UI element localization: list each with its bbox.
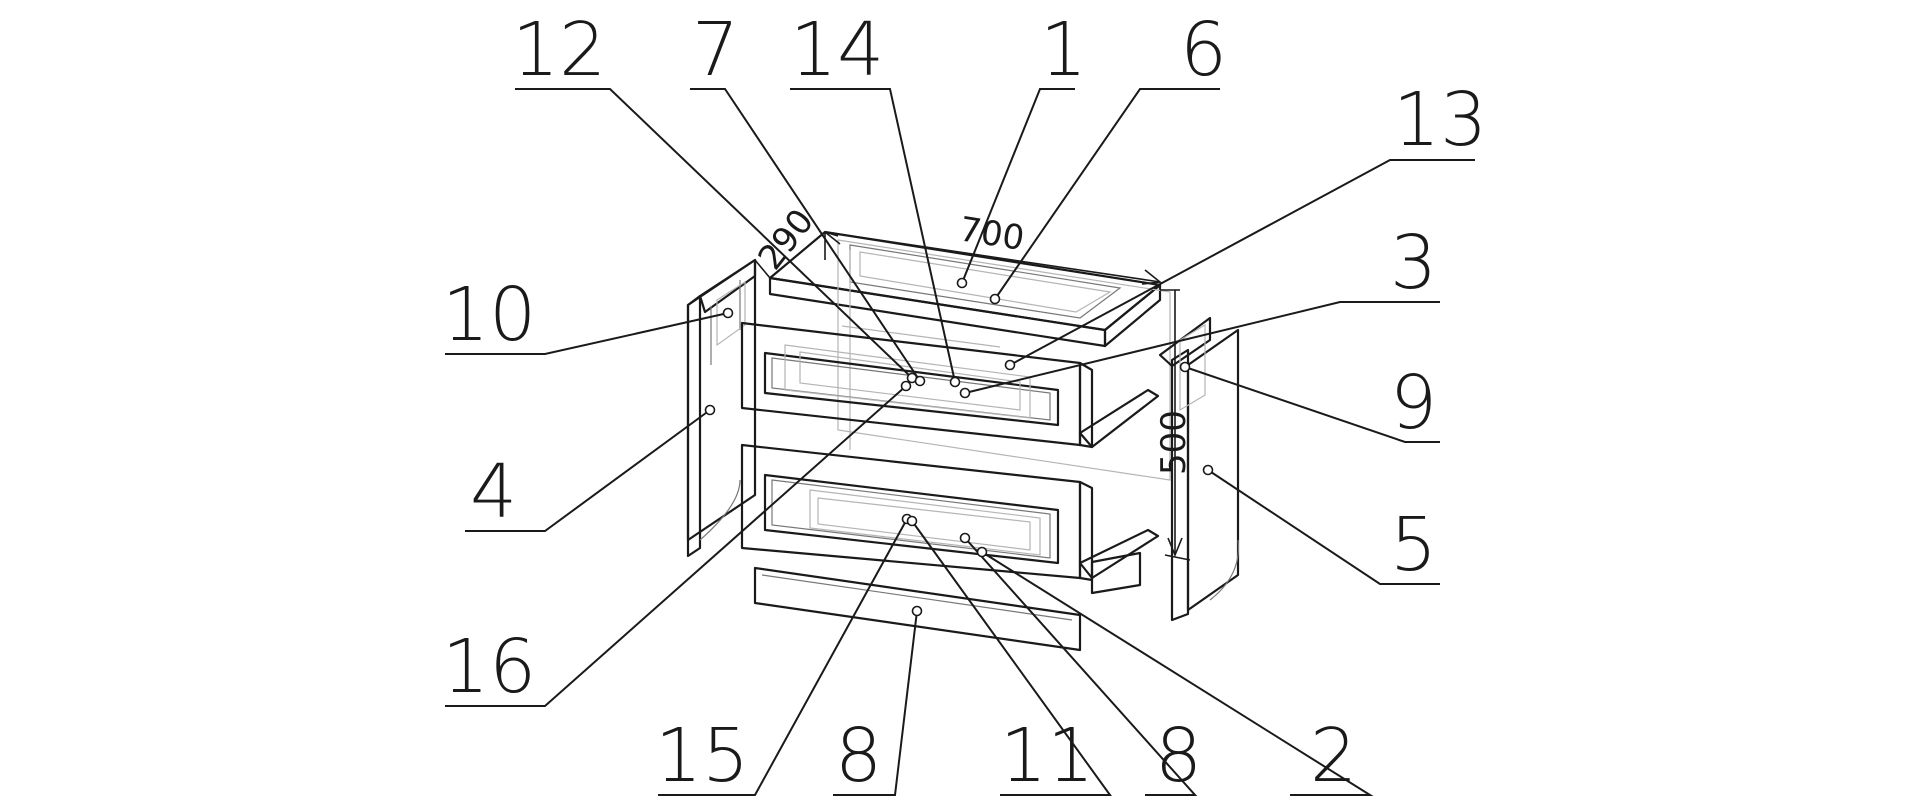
callout-8-drawer: 8 [1155,713,1202,799]
upper-drawer [740,321,1160,449]
callout-8-plinth: 8 [835,713,882,799]
callout-11: 11 [1000,713,1094,799]
callout-1: 1 [1040,7,1087,93]
lower-drawer [740,443,1160,595]
callout-5: 5 [1390,502,1437,588]
callout-14: 14 [790,7,884,93]
dimension-width: 700 [957,209,1027,259]
callout-2: 2 [1310,713,1357,799]
dimension-height: 500 [1154,410,1194,475]
callout-7: 7 [692,7,739,93]
callout-13: 13 [1393,77,1487,163]
callout-16: 16 [442,624,536,710]
right-side-panel [1158,316,1240,622]
leader-dots [704,277,1214,617]
leader-lines [445,88,1475,796]
callout-10: 10 [442,272,536,358]
callout-4: 4 [470,449,517,535]
plinth-panel [753,566,1082,652]
callout-3: 3 [1390,220,1437,306]
dimension-lines [754,231,1191,561]
dimension-depth: 290 [751,202,822,278]
callout-12: 12 [512,7,606,93]
callout-6: 6 [1180,7,1227,93]
callout-9: 9 [1390,360,1437,446]
callout-15: 15 [655,713,749,799]
